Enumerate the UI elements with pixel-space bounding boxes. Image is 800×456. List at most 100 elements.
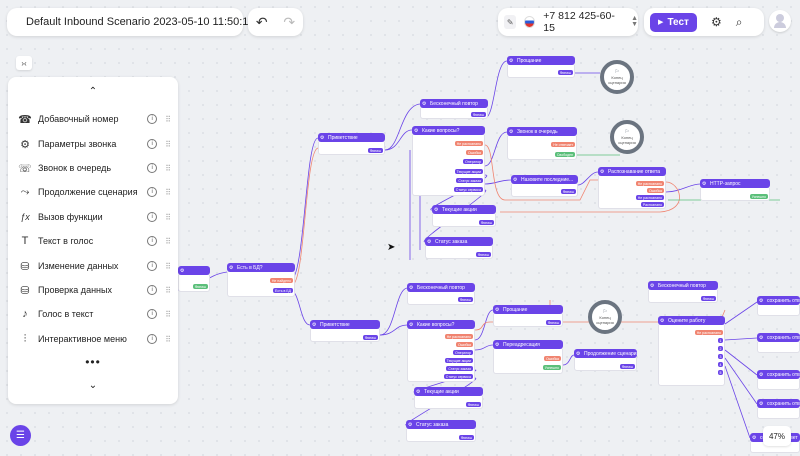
palette-item-queue-call[interactable]: ☏ Звонок в очередь i ⠿ (18, 162, 171, 175)
palette-item-continue-scenario[interactable]: ⤳ Продолжение сценария i ⠿ (8, 180, 178, 204)
node-prodolzhenie[interactable]: Продолжение сценария Финиш (574, 349, 637, 371)
node-tekushie-top[interactable]: Текущие акции Финиш (432, 205, 496, 227)
chat-icon[interactable]: ☰ (10, 425, 31, 446)
node-proshanie-bot[interactable]: Прощание Финиш (493, 305, 563, 327)
settings-icon[interactable]: ⚙ (711, 15, 722, 29)
drag-handle-icon[interactable]: ⠿ (165, 139, 171, 149)
redo-icon[interactable]: ↷ (283, 13, 296, 30)
palette-item-check-data[interactable]: ⛁ Проверка данных i ⠿ (8, 278, 178, 302)
info-icon[interactable]: i (147, 212, 158, 222)
node-raspoznavanie[interactable]: Распознавание ответа Не распознано Ошибк… (598, 167, 666, 209)
info-icon[interactable]: i (147, 139, 158, 149)
node-http[interactable]: HTTP-запрос Успешно (700, 179, 770, 201)
more-icon[interactable]: ••• (85, 355, 101, 369)
select-arrows-icon[interactable]: ▲ ▼ (631, 15, 639, 28)
node-nazovite[interactable]: Назовите последние... Финиш (511, 175, 578, 197)
user-avatar[interactable] (769, 10, 791, 32)
node-sohranit-3[interactable]: сохранить ответ (757, 370, 800, 390)
info-icon[interactable]: i (147, 187, 158, 197)
node-beskonechny-right[interactable]: Бесконечный повтор Финиш (648, 281, 718, 303)
node-title: Оцените работу (658, 316, 725, 325)
node-title: Звонок в очередь (507, 127, 577, 136)
palette-item-text-to-speech[interactable]: T Текст в голос i ⠿ (8, 229, 178, 253)
palette-item-speech-to-text[interactable]: ♪ Голос в текст i ⠿ (8, 302, 178, 326)
node-proshanie-top[interactable]: Прощание Финиш (507, 56, 575, 78)
search-icon[interactable]: ⌕ (735, 14, 743, 29)
undo-icon[interactable]: ↶ (255, 13, 268, 30)
node-tekushie-bot[interactable]: Текущие акции Финиш (414, 387, 483, 409)
zoom-level[interactable]: 47% (763, 426, 791, 446)
phone-selector[interactable]: ✎ +7 812 425-60-15 ▲ ▼ (498, 8, 638, 36)
node-privetstvie-bot[interactable]: Приветствие Финиш (310, 320, 380, 342)
palette-item-call-params[interactable]: ⚙ Параметры звонка i ⠿ (8, 132, 178, 156)
node-title: Прощание (507, 56, 575, 65)
info-icon[interactable]: i (147, 285, 158, 295)
node-end-top[interactable]: ⚐ Конец сценария (600, 60, 634, 94)
drag-handle-icon[interactable]: ⠿ (165, 261, 171, 271)
drag-handle-icon[interactable]: ⠿ (165, 114, 171, 124)
drag-handle-icon[interactable]: ⠿ (165, 334, 171, 344)
node-status-bot[interactable]: Статус заказа Финиш (406, 420, 476, 442)
palette-item-change-data[interactable]: ⛁ Изменение данных i ⠿ (8, 254, 178, 278)
palette-item-function-call[interactable]: ƒx Вызов функции i ⠿ (8, 205, 178, 229)
drag-handle-icon[interactable]: ⠿ (165, 187, 171, 197)
info-icon[interactable]: i (147, 309, 158, 319)
test-button-label: Тест (667, 16, 689, 28)
text-icon: T (21, 235, 29, 247)
collapse-sidebar-button[interactable]: ›‹ (16, 56, 32, 70)
palette-item-extension[interactable]: ☎ Добавочный номер i ⠿ (18, 113, 171, 126)
russia-flag-icon (524, 16, 536, 28)
drag-handle-icon[interactable]: ⠿ (165, 285, 171, 295)
scenario-header: Default Inbound Scenario 2023-05-10 11:5… (7, 8, 255, 36)
node-status-top[interactable]: Статус заказа Финиш (425, 237, 493, 259)
node-sohranit-1[interactable]: сохранить ответ (757, 296, 800, 316)
phone-number[interactable]: +7 812 425-60-15 (543, 10, 615, 34)
node-beskonechny-bot[interactable]: Бесконечный повтор Финиш (407, 283, 475, 305)
node-title: HTTP-запрос (700, 179, 770, 188)
info-icon[interactable]: i (147, 114, 158, 124)
scenario-title[interactable]: Default Inbound Scenario 2023-05-10 11:5… (26, 16, 255, 28)
node-left-partial[interactable]: Финиш (178, 266, 210, 292)
gear-icon: ⚙ (20, 138, 30, 151)
drag-handle-icon[interactable]: ⠿ (165, 163, 171, 173)
node-end-bot[interactable]: ⚐ Конец сценария (588, 300, 622, 334)
drag-handle-icon[interactable]: ⠿ (165, 212, 171, 222)
drag-handle-icon[interactable]: ⠿ (165, 236, 171, 246)
node-zvonok-ochered[interactable]: Звонок в очередь Не отвечает Свободен (507, 127, 577, 160)
node-sohranit-2[interactable]: сохранить ответ (757, 333, 800, 353)
mouse-cursor-icon: ➤ (387, 242, 396, 253)
edit-icon[interactable]: ✎ (504, 15, 517, 29)
node-title: сохранить ответ (757, 399, 800, 408)
node-end-mid[interactable]: ⚐ Конец сценария (610, 120, 644, 154)
info-icon[interactable]: i (147, 236, 158, 246)
queue-phone-icon: ☏ (18, 162, 32, 175)
node-title: Прощание (493, 305, 563, 314)
info-icon[interactable]: i (147, 261, 158, 271)
node-privetstvie-top[interactable]: Приветствие Финиш (318, 133, 385, 155)
node-pereadresacia[interactable]: Переадресация Ошибка Успешно (493, 340, 563, 374)
node-sohranit-4[interactable]: сохранить ответ (757, 399, 800, 419)
node-title: Текущие акции (414, 387, 483, 396)
node-title: Статус заказа (425, 237, 493, 246)
node-title: Назовите последние... (511, 175, 578, 184)
menu-sliders-icon: ⫶ (23, 332, 27, 345)
scroll-up-icon[interactable]: ⌃ (88, 86, 98, 97)
node-title: сохранить ответ (757, 296, 800, 305)
info-icon[interactable]: i (147, 163, 158, 173)
database-check-icon: ⛁ (20, 284, 30, 297)
test-button[interactable]: ▶ Тест (650, 12, 697, 32)
node-kakie-voprosy-top[interactable]: Какие вопросы? Не распознано Ошибка Опер… (412, 126, 485, 196)
microphone-icon: ♪ (22, 308, 28, 320)
node-est-v-bd[interactable]: Есть в БД? Не найдено Есть в БД (227, 263, 295, 297)
play-icon: ▶ (658, 19, 664, 26)
scroll-down-icon[interactable]: ⌄ (88, 380, 98, 391)
drag-handle-icon[interactable]: ⠿ (165, 309, 171, 319)
info-icon[interactable]: i (147, 334, 158, 344)
node-title: сохранить ответ (757, 333, 800, 342)
node-kakie-voprosy-bot[interactable]: Какие вопросы? Не распознано Ошибка Опер… (407, 320, 475, 382)
palette-item-interactive-menu[interactable]: ⫶ Интерактивное меню i ⠿ (8, 327, 178, 351)
blocks-palette: ⌃ ☎ Добавочный номер i ⠿ ⚙ Параметры зво… (8, 77, 178, 404)
flag-icon: ⚐ (624, 128, 630, 135)
node-beskonechny-top[interactable]: Бесконечный повтор Финиш (420, 99, 488, 119)
node-ocenite[interactable]: Оцените работу Не распознано 1 2 3 4 5 (658, 316, 725, 386)
